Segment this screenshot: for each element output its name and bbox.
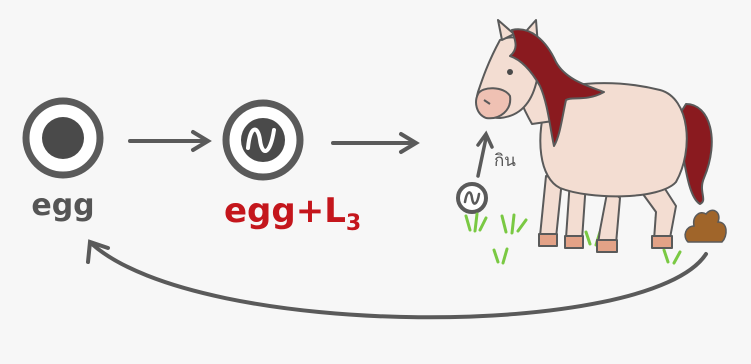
egg-label: egg — [31, 188, 94, 223]
egg-icon — [22, 97, 104, 179]
dung-icon — [684, 209, 727, 243]
return-arrow — [86, 239, 708, 320]
eat-label: กิน — [494, 151, 516, 171]
arrow-larva-to-horse — [331, 132, 420, 154]
small-larva-egg-icon — [456, 182, 488, 214]
eat-arrow — [476, 130, 494, 178]
larva-egg-icon — [222, 99, 304, 181]
horse-illustration — [475, 19, 713, 253]
egg-larva-label: egg+L3 — [224, 191, 361, 236]
arrow-egg-to-larva — [128, 130, 212, 152]
